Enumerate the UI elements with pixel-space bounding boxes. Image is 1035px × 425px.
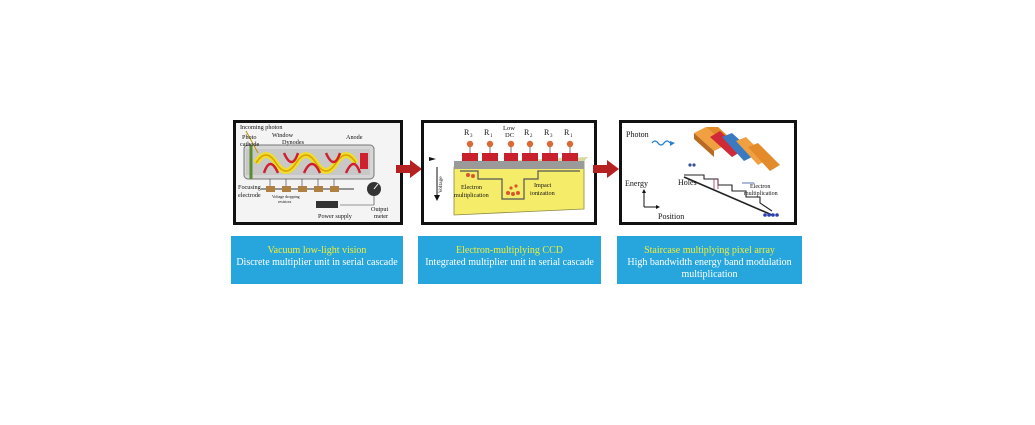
label-low: Low (503, 125, 515, 132)
label-r3-left-sub: 3 (470, 134, 473, 139)
caption-title: Electron-multiplying CCD (456, 245, 563, 256)
label-voltage: Voltage (438, 176, 444, 193)
label-window: Window (272, 132, 294, 139)
label-anode: Anode (346, 134, 363, 141)
label-r1-right: R (564, 128, 570, 137)
caption-subtitle: High bandwidth energy band modulation mu… (627, 257, 792, 280)
photomultiplier-diagram: Incoming photon Photo cathode Window Dyn… (236, 123, 400, 222)
resistor-chain (261, 179, 354, 192)
caption-title: Staircase multiplying pixel array (644, 245, 775, 256)
electron-dots (763, 213, 779, 217)
caption-staircase: Staircase multiplying pixel array High b… (617, 236, 802, 284)
label-voltage-dropping: Voltage dropping (272, 194, 300, 199)
label-r3-right-sub: 3 (550, 134, 553, 139)
electron-cloud (466, 173, 520, 196)
label-incoming-photon: Incoming photon (240, 124, 282, 131)
label-focusing: Focusing (238, 184, 261, 191)
caption-subtitle: Integrated multiplier unit in serial cas… (425, 257, 594, 268)
label-multiplication: multiplication (454, 192, 489, 199)
label-r1-right-sub: 1 (570, 134, 573, 139)
dynode-arcs (262, 152, 362, 174)
photon-wave-icon (651, 140, 671, 146)
label-r3-right: R (544, 128, 550, 137)
label-r1-left-sub: 1 (490, 134, 493, 139)
label-output: Output (371, 206, 388, 213)
oxide-layer (454, 161, 584, 169)
caption-title: Vacuum low-light vision (267, 245, 367, 256)
label-ionization: ionization (530, 190, 555, 197)
stacked-layer-slabs (694, 127, 780, 171)
arrow-right-icon (593, 160, 619, 178)
label-electron: Electron (461, 184, 482, 191)
caption-subtitle: Discrete multiplier unit in serial casca… (236, 257, 398, 268)
label-electron: Electron (750, 184, 770, 190)
label-energy: Energy (625, 179, 648, 188)
label-resistors: resistors (278, 199, 292, 204)
panel-staircase-pixel: Photon Energy Holes Electron multiplicat… (619, 120, 797, 225)
caption-emccd: Electron-multiplying CCD Integrated mult… (418, 236, 601, 284)
label-position: Position (658, 212, 684, 221)
label-cathode: cathode (240, 141, 259, 148)
label-r3-left: R (464, 128, 470, 137)
label-electrode: electrode (238, 192, 261, 199)
electrode-gates (462, 153, 578, 161)
anode (360, 153, 368, 169)
label-dc: DC (505, 132, 514, 139)
label-holes: Holes (678, 178, 697, 187)
staircase-diagram: Photon Energy Holes Electron multiplicat… (622, 123, 794, 222)
position-axes (643, 191, 658, 208)
label-impact: Impact (534, 182, 551, 189)
panel-vacuum-photomultiplier: Incoming photon Photo cathode Window Dyn… (233, 120, 403, 225)
label-photo: Photo (242, 134, 256, 141)
potential-well (460, 170, 580, 200)
label-photon: Photon (626, 130, 649, 139)
label-r2-sub: 2 (530, 134, 533, 139)
label-r1-left: R (484, 128, 490, 137)
arrow-right-icon (396, 160, 422, 178)
label-r2: R (524, 128, 530, 137)
panel-emccd: R 3 R 1 Low DC R 2 R 3 R 1 Voltage Elect… (421, 120, 597, 225)
label-dynodes: Dynodes (282, 139, 305, 146)
emccd-diagram: R 3 R 1 Low DC R 2 R 3 R 1 Voltage Elect… (424, 123, 594, 222)
label-multiplication: multiplication (744, 191, 778, 197)
hole-markers (688, 163, 696, 167)
caption-vacuum-low-light: Vacuum low-light vision Discrete multipl… (231, 236, 403, 284)
power-supply (316, 201, 338, 208)
label-meter: meter (374, 213, 388, 220)
label-power-supply: Power supply (318, 213, 353, 220)
energy-band-staircase (684, 174, 773, 212)
